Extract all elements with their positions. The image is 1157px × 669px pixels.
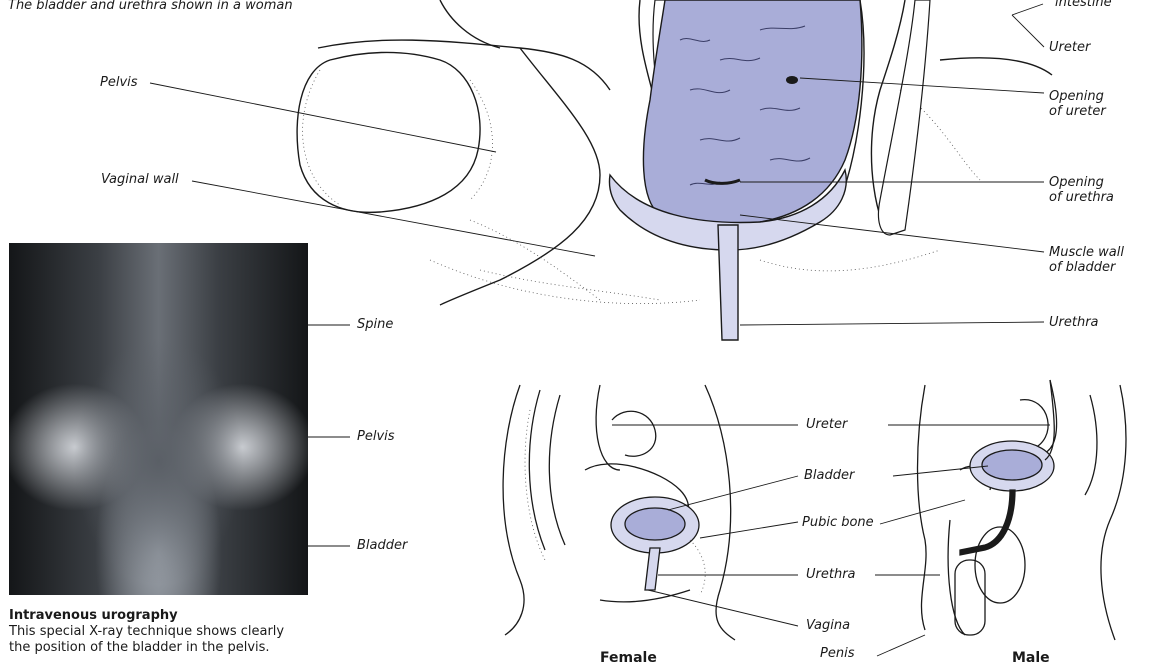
- xray-image: [9, 243, 308, 595]
- caption-title: Intravenous urography: [9, 608, 284, 624]
- label-male: Male: [1012, 650, 1050, 666]
- label-muscle-wall-1: Muscle wall: [1049, 245, 1124, 260]
- label-muscle-wall-2: of bladder: [1049, 260, 1115, 275]
- female-bladder: [611, 497, 699, 590]
- label-urethra-top: Urethra: [1049, 315, 1099, 330]
- label-ureter-top: Ureter: [1049, 40, 1090, 55]
- label-vagina: Vagina: [806, 618, 850, 633]
- label-bladder-bottom: Bladder: [804, 468, 854, 483]
- intro-text: The bladder and urethra shown in a woman: [8, 0, 293, 13]
- label-female: Female: [600, 650, 657, 666]
- male-sagittal: [918, 380, 1126, 640]
- caption-line-2: the position of the bladder in the pelvi…: [9, 640, 284, 656]
- label-urethra-bottom: Urethra: [806, 567, 856, 582]
- label-bladder-xray: Bladder: [357, 538, 407, 553]
- top-dotted-texture: [303, 70, 980, 304]
- label-ureter-bottom: Ureter: [806, 417, 847, 432]
- label-pubic-bone: Pubic bone: [802, 515, 874, 530]
- label-opening-ureter-2: of ureter: [1049, 104, 1106, 119]
- caption-line-1: This special X-ray technique shows clear…: [9, 624, 284, 640]
- xray-caption: Intravenous urography This special X-ray…: [9, 608, 284, 656]
- top-bladder: [609, 0, 861, 340]
- label-intestine: intestine: [1055, 0, 1112, 10]
- label-pelvis-top: Pelvis: [100, 75, 138, 90]
- label-spine: Spine: [357, 317, 393, 332]
- label-opening-urethra-1: Opening: [1049, 175, 1104, 190]
- label-penis: Penis: [820, 646, 854, 661]
- label-opening-ureter-1: Opening: [1049, 89, 1104, 104]
- label-pelvis-xray: Pelvis: [357, 429, 395, 444]
- label-vaginal-wall: Vaginal wall: [101, 172, 179, 187]
- label-opening-urethra-2: of urethra: [1049, 190, 1114, 205]
- ureter-opening: [786, 76, 798, 84]
